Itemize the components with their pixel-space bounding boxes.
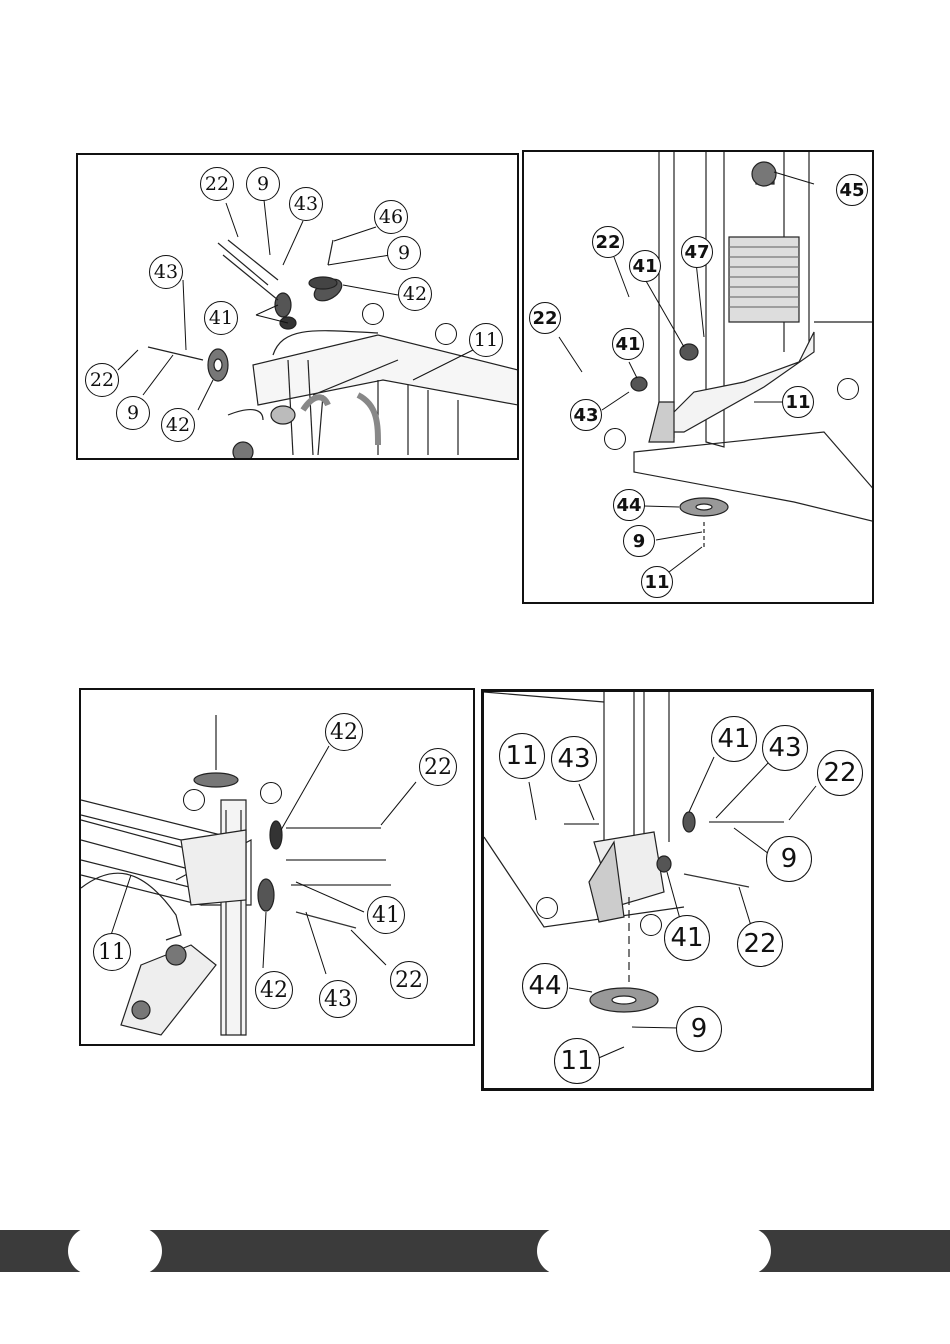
blank-callout	[435, 323, 457, 345]
assembly-diagram-bottom-right: 11 43 41 43 22 9 41 22 44 9 11	[481, 689, 874, 1091]
part-callout-9: 9	[623, 525, 655, 557]
part-callout-9: 9	[116, 396, 150, 430]
part-callout-11: 11	[469, 323, 503, 357]
part-callout-22: 22	[419, 748, 457, 786]
footer-bar	[0, 1230, 950, 1272]
part-callout-11: 11	[554, 1038, 600, 1084]
part-callout-43: 43	[319, 980, 357, 1018]
part-callout-11: 11	[499, 733, 545, 779]
part-callout-9: 9	[766, 836, 812, 882]
part-callout-22: 22	[200, 167, 234, 201]
blank-callout	[536, 897, 558, 919]
part-callout-11: 11	[782, 386, 814, 418]
part-callout-41: 41	[204, 301, 238, 335]
part-callout-46: 46	[374, 200, 408, 234]
blank-callout	[837, 378, 859, 400]
assembly-diagram-bottom-left: 42 22 41 11 42 43 22	[79, 688, 475, 1046]
blank-callout	[260, 782, 282, 804]
part-callout-22: 22	[85, 363, 119, 397]
part-callout-42: 42	[161, 408, 195, 442]
part-callout-45: 45	[836, 174, 868, 206]
part-callout-43: 43	[149, 255, 183, 289]
part-callout-43: 43	[551, 736, 597, 782]
part-callout-41: 41	[612, 328, 644, 360]
part-callout-41: 41	[711, 716, 757, 762]
blank-callout	[640, 914, 662, 936]
part-callout-47: 47	[681, 236, 713, 268]
part-callout-9: 9	[387, 236, 421, 270]
blank-callout	[604, 428, 626, 450]
part-callout-11: 11	[641, 566, 673, 598]
weight-stack-drawing	[524, 152, 874, 604]
part-callout-9: 9	[676, 1006, 722, 1052]
blank-callout	[183, 789, 205, 811]
part-callout-44: 44	[613, 489, 645, 521]
part-callout-42: 42	[325, 713, 363, 751]
blank-callout	[362, 303, 384, 325]
part-callout-41: 41	[367, 896, 405, 934]
part-callout-22: 22	[390, 961, 428, 999]
part-callout-9: 9	[246, 167, 280, 201]
part-callout-41: 41	[664, 915, 710, 961]
part-callout-22: 22	[737, 921, 783, 967]
part-callout-42: 42	[255, 971, 293, 1009]
part-callout-22: 22	[529, 302, 561, 334]
part-callout-43: 43	[289, 187, 323, 221]
part-callout-44: 44	[522, 963, 568, 1009]
part-callout-43: 43	[570, 399, 602, 431]
part-callout-42: 42	[398, 277, 432, 311]
part-callout-22: 22	[817, 750, 863, 796]
part-callout-22: 22	[592, 226, 624, 258]
part-callout-11: 11	[93, 933, 131, 971]
part-callout-41: 41	[629, 250, 661, 282]
page-number-pill-left	[68, 1227, 162, 1275]
part-callout-43: 43	[762, 725, 808, 771]
assembly-diagram-top-left: 22 9 43 46 9 43 42 41 11 22 9 42	[76, 153, 519, 460]
assembly-diagram-top-right: 45 22 47 41 22 41 43 11 44 9 11	[522, 150, 874, 604]
brand-pill-right	[537, 1227, 771, 1275]
